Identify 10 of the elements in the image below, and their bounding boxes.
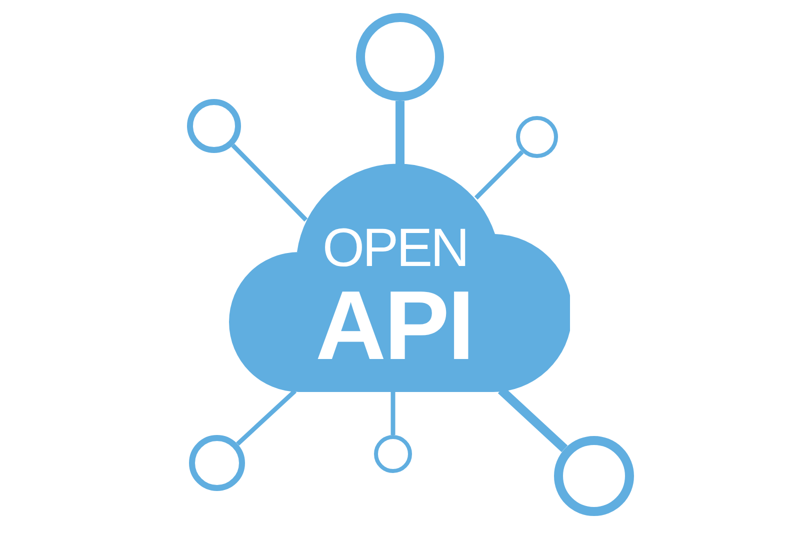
connector-line	[474, 150, 524, 200]
connector-line	[231, 144, 308, 222]
circle-node	[374, 435, 412, 473]
circle-node	[516, 116, 558, 158]
cloud-label: OPEN	[322, 221, 468, 275]
cloud-label-large: API	[315, 276, 473, 374]
connector-line	[236, 389, 297, 446]
connector-line	[396, 101, 404, 164]
circle-node	[187, 99, 241, 153]
connector-line	[390, 391, 396, 435]
